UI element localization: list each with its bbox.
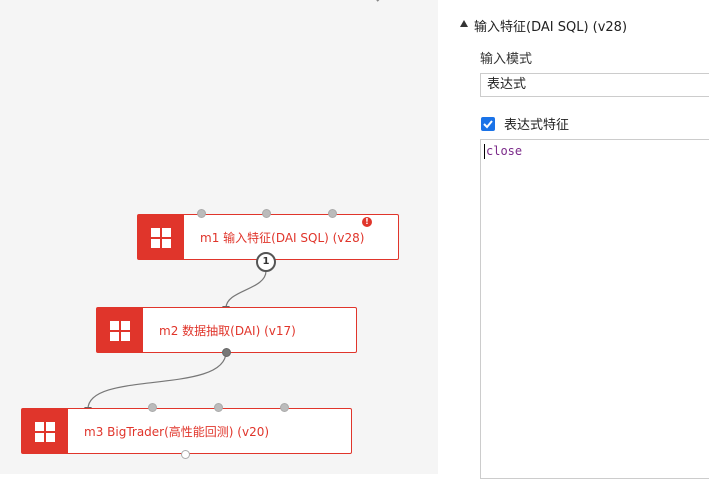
check-icon: [483, 120, 493, 129]
output-port[interactable]: [181, 450, 190, 459]
input-port[interactable]: [148, 403, 157, 412]
panel-title: 输入特征(DAI SQL) (v28): [474, 20, 628, 35]
module-icon: [22, 409, 68, 453]
input-port[interactable]: [214, 403, 223, 412]
input-mode-label: 输入模式: [480, 52, 533, 67]
output-port[interactable]: [222, 348, 231, 357]
search-icon[interactable]: [376, 0, 396, 6]
node-label: m3 BigTrader(高性能回测) (v20): [84, 425, 270, 439]
connection-count-badge[interactable]: 1: [256, 252, 276, 272]
node-m1[interactable]: m1 输入特征(DAI SQL) (v28) !: [137, 214, 399, 260]
properties-panel: 输入特征(DAI SQL) (v28) 输入模式 表达式 表达式特征 close: [438, 0, 709, 479]
node-m3[interactable]: m3 BigTrader(高性能回测) (v20): [21, 408, 352, 454]
input-port[interactable]: [328, 209, 337, 218]
node-label: m2 数据抽取(DAI) (v17): [159, 324, 296, 338]
input-port[interactable]: [262, 209, 271, 218]
connection-m1-m2: [225, 270, 267, 309]
input-port[interactable]: [197, 209, 206, 218]
module-icon: [97, 308, 143, 352]
input-mode-select[interactable]: 表达式: [480, 73, 709, 97]
input-port[interactable]: [280, 403, 289, 412]
text-cursor: [484, 144, 485, 159]
error-icon[interactable]: !: [362, 217, 372, 227]
node-m2[interactable]: m2 数据抽取(DAI) (v17): [96, 307, 357, 353]
collapse-triangle-icon[interactable]: [460, 20, 468, 27]
module-icon: [138, 215, 184, 259]
editor-text: close: [486, 144, 523, 158]
connection-m2-m3: [87, 351, 227, 410]
expression-feature-checkbox[interactable]: [481, 117, 495, 131]
expression-feature-label: 表达式特征: [504, 118, 570, 133]
node-label: m1 输入特征(DAI SQL) (v28): [200, 231, 365, 245]
workflow-canvas[interactable]: m1 输入特征(DAI SQL) (v28) ! 1 m2 数据抽取(DAI) …: [0, 0, 438, 474]
expression-editor[interactable]: close: [480, 139, 709, 479]
